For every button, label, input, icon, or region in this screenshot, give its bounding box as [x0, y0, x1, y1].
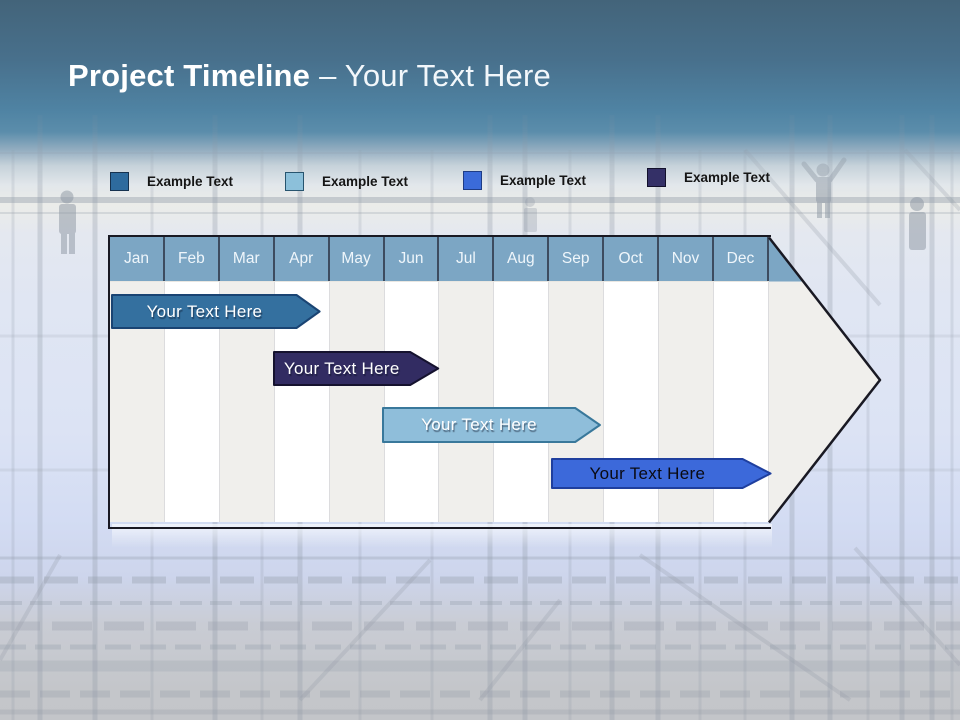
legend-label: Example Text: [684, 170, 771, 185]
month-cell-mar: Mar: [220, 237, 275, 281]
bar-shape: [111, 294, 321, 329]
bar-label[interactable]: Your Text Here: [421, 415, 537, 434]
legend-item[interactable]: Example Text: [647, 168, 770, 187]
month-cell-nov: Nov: [659, 237, 714, 281]
month-cell-oct: Oct: [604, 237, 660, 281]
month-cell-may: May: [330, 237, 385, 281]
legend-label: Example Text: [147, 174, 234, 189]
table-arrow-tip: [768, 236, 882, 523]
month-cell-sep: Sep: [549, 237, 605, 281]
slide-title[interactable]: Project Timeline– Your Text Here: [68, 58, 551, 94]
table-reflection: [112, 524, 772, 548]
legend-color-swatch: [463, 171, 482, 190]
bar-shape: [551, 458, 772, 489]
title-placeholder-text: – Your Text Here: [319, 58, 551, 93]
month-cell-feb: Feb: [165, 237, 220, 281]
bar-shape: [272, 351, 439, 386]
month-cell-dec: Dec: [714, 237, 769, 281]
timeline-bar-arrow[interactable]: [110, 293, 322, 330]
bar-label[interactable]: Your Text Here: [283, 359, 400, 378]
month-column: [329, 281, 385, 522]
worker-silhouettes: [59, 157, 926, 254]
timeline-bar-arrow[interactable]: [381, 406, 602, 444]
month-column: [494, 281, 550, 522]
legend-label: Example Text: [322, 174, 409, 189]
bar-shape: [381, 407, 601, 443]
legend-item[interactable]: Example Text: [110, 172, 233, 191]
month-cell-aug: Aug: [494, 237, 550, 281]
month-column: [384, 281, 440, 522]
month-cell-apr: Apr: [275, 237, 330, 281]
legend-item[interactable]: Example Text: [463, 171, 586, 190]
month-cell-jul: Jul: [439, 237, 495, 281]
month-cell-jan: Jan: [110, 237, 165, 281]
legend-label: Example Text: [500, 173, 587, 188]
legend-item[interactable]: Example Text: [285, 172, 408, 191]
bar-label[interactable]: Your Text Here: [589, 464, 706, 483]
timeline-bar-arrow[interactable]: [550, 457, 773, 490]
title-main-text: Project Timeline: [68, 58, 311, 93]
month-cell-jun: Jun: [385, 237, 440, 281]
legend-color-swatch: [647, 168, 666, 187]
month-column: [439, 281, 495, 522]
legend-color-swatch: [285, 172, 304, 191]
legend-color-swatch: [110, 172, 129, 191]
timeline-bar-arrow[interactable]: [272, 350, 440, 387]
bar-label[interactable]: Your Text Here: [146, 302, 263, 321]
